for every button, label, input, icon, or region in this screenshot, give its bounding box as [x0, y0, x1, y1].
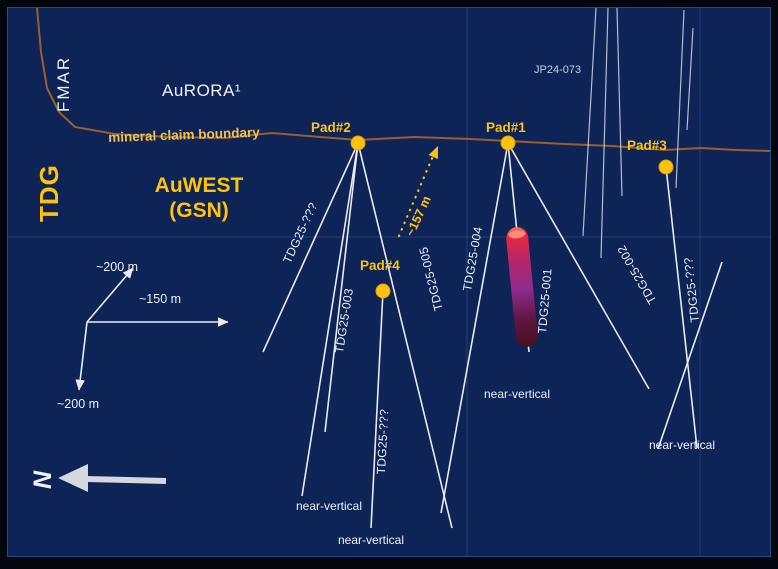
pad1-marker: [500, 135, 516, 151]
north-arrow: [58, 464, 167, 492]
near-vertical-label: near-vertical: [484, 387, 551, 401]
north-arrow-shaft: [85, 476, 167, 484]
hole-label-pad4-unnamed: TDG25-???: [374, 408, 392, 475]
pad4-label: Pad#4: [360, 258, 400, 273]
drill-trace-crossing: [657, 261, 723, 450]
auwest-name: AuWEST: [154, 174, 244, 197]
historic-drill-traces: [582, 7, 694, 259]
region-label-aurora: AuRORA¹: [162, 81, 242, 100]
pad1-label: Pad#1: [486, 120, 526, 135]
drill-trace-tdg25-003: [301, 142, 359, 497]
north-label: N: [29, 470, 57, 489]
scale-label-right: ~150 m: [139, 292, 182, 306]
historic-trace: [686, 27, 694, 131]
mineral-claim-boundary-line: [36, 7, 771, 152]
drill-trace-tdg25-005: [357, 142, 453, 529]
scale-arrow-down: [75, 321, 88, 391]
pad4-marker: [375, 283, 391, 299]
drill-trace-tdg25-002: [507, 142, 650, 390]
historic-hole-label: JP24-073: [534, 64, 582, 76]
core-cylinder-body: [506, 227, 538, 347]
drill-trace-pad2-extra: [324, 142, 359, 433]
near-vertical-label: near-vertical: [338, 533, 405, 547]
distance-arrow: [397, 146, 438, 238]
company-label-tdg: TDG: [34, 164, 64, 222]
historic-trace: [616, 7, 623, 197]
drill-trace-tdg25-004: [440, 142, 509, 514]
map-background: [7, 7, 771, 557]
pad3-label: Pad#3: [627, 138, 667, 153]
distance-arrowhead: [428, 146, 438, 159]
scale-label-down: ~200 m: [57, 397, 100, 411]
drill-trace-pad4-unnamed: [370, 290, 384, 529]
near-vertical-label: near-vertical: [296, 499, 363, 513]
drill-trace-pad3-unnamed: [665, 166, 698, 449]
distance-arrow-line: [397, 154, 435, 238]
grid-lines: [8, 8, 770, 556]
scale-label-up: ~200 m: [96, 260, 139, 274]
pad2-label: Pad#2: [311, 120, 351, 135]
auwest-subname: (GSN): [169, 199, 229, 223]
core-cylinder-tdg25-001: [506, 227, 538, 347]
pad2-marker: [350, 135, 366, 151]
historic-trace: [600, 7, 609, 259]
north-arrowhead: [58, 464, 88, 492]
historic-trace: [675, 9, 685, 189]
scale-arrows: [75, 267, 229, 391]
near-vertical-label: near-vertical: [649, 438, 716, 452]
drill-trace-tdg25-unnamed-a: [262, 142, 359, 353]
core-cylinder-cap: [508, 230, 526, 239]
pad3-marker: [658, 159, 674, 175]
drill-traces: [262, 142, 723, 529]
pad-markers: [350, 135, 674, 299]
region-label-fmar: FMAR: [54, 55, 73, 112]
historic-trace: [582, 7, 597, 237]
scale-arrow-up: [86, 267, 134, 323]
region-label-auwest: AuWEST (GSN): [146, 173, 252, 223]
